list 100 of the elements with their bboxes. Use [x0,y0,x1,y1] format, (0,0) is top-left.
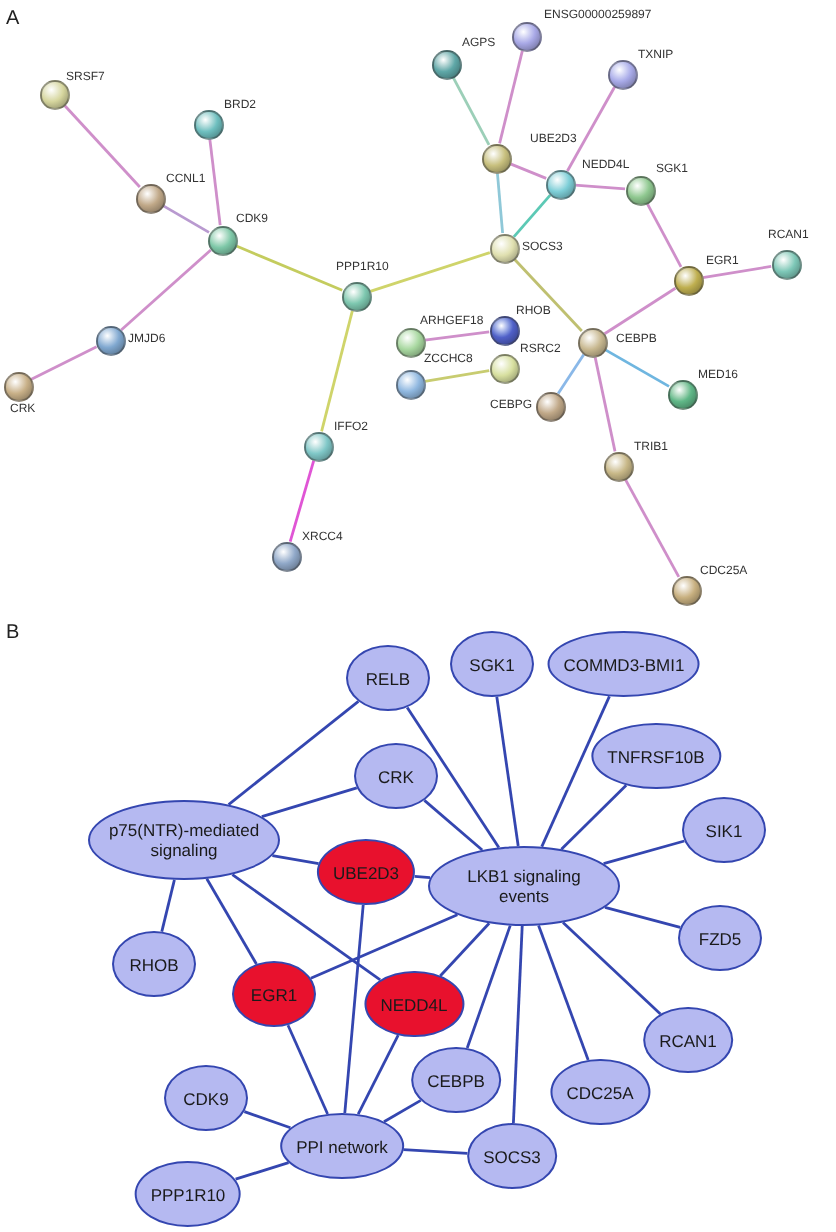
sphere-node [673,265,703,295]
connector-line [496,172,504,234]
sphere-node [207,225,237,255]
ellipse-node [112,931,196,997]
connector-line [231,873,381,981]
sphere-node [135,183,165,213]
node-label: CDK9 [183,1088,229,1108]
sphere-node [603,451,633,481]
connector-line [513,258,583,332]
sphere-node [3,371,33,401]
sphere-node [341,281,371,311]
connector-line [120,248,212,332]
connector-line [512,194,552,238]
connector-line [162,204,210,234]
connector-line [369,251,491,293]
sphere-node [489,315,519,345]
connector-line [451,76,491,146]
ellipse-node [428,846,620,926]
connector-line [465,925,512,1049]
node-label: COMMD3-BMI1 [563,654,685,674]
ellipse-node [134,1161,242,1227]
connector-line [604,906,681,929]
ellipse-node [280,1113,404,1179]
connector-line [424,330,490,342]
ellipse-node [678,905,762,971]
connector-line [702,265,772,279]
sphere-node [303,431,333,461]
node-label: CDC25A [566,1082,634,1102]
ellipse-node [364,971,464,1037]
connector-line [414,875,431,879]
connector-line [320,310,354,432]
sphere-node [193,109,223,139]
connector-line [310,913,458,980]
connector-line [243,1110,291,1130]
connector-line [30,345,98,381]
connector-line [593,356,617,452]
node-label: SGK1 [469,654,515,674]
connector-line [495,696,520,847]
connector-line [603,839,685,865]
node-label: RHOB [129,954,179,974]
panel-letter: A [6,8,20,30]
connector-line [261,786,358,818]
node-label: RELB [365,668,411,688]
panel-letter: B [6,622,20,644]
node-label: PPP1R10 [150,1184,226,1204]
connector-line [540,695,611,848]
connector-line [288,460,316,542]
sphere-node [431,49,461,79]
sphere-node [489,233,519,263]
connector-line [383,1099,422,1123]
connector-line [235,1161,289,1181]
sphere-node [667,379,697,409]
node-label: CRK [378,766,414,786]
ellipse-node [164,1065,248,1131]
sphere-node [489,353,519,383]
sphere-node [577,327,607,357]
ellipse-node [346,645,430,711]
connector-line [645,202,683,268]
connector-line [424,369,490,383]
connector-line [562,921,662,1016]
node-label: EGR1 [250,984,298,1004]
sphere-node [535,391,565,421]
sphere-node [625,175,655,205]
sphere-node [395,327,425,357]
connector-line [498,50,524,144]
sphere-node [545,169,575,199]
node-label: PPI network [296,1136,388,1156]
node-label: SIK1 [705,820,743,840]
node-label: LKB1 signaling events [465,866,583,906]
sphere-node [395,369,425,399]
connector-line [235,244,343,292]
sphere-node [511,21,541,51]
connector-line [560,784,628,851]
ellipse-node [354,743,438,809]
connector-line [603,287,677,335]
connector-line [208,138,222,226]
sphere-node [771,249,801,279]
node-label: p75(NTR)-mediated signaling [106,820,262,860]
node-label: FZD5 [698,928,742,948]
connector-line [439,922,491,977]
ellipse-node [411,1047,501,1113]
node-label: UBE2D3 [332,862,400,882]
connector-line [423,799,484,852]
connector-line [343,904,365,1114]
connector-line [63,104,141,188]
ellipse-node [450,631,534,697]
sphere-node [39,79,69,109]
ellipse-node [88,800,280,880]
connector-line [403,1148,468,1155]
ellipse-node [467,1123,557,1189]
connector-line [227,700,360,806]
connector-line [406,706,500,849]
node-label: CEBPB [427,1070,485,1090]
sphere-node [607,59,637,89]
sphere-node [95,325,125,355]
ellipse-node [643,1007,733,1073]
ellipse-node [682,797,766,863]
connector-line [537,925,590,1061]
sphere-node [671,575,701,605]
ellipse-node [550,1059,650,1125]
